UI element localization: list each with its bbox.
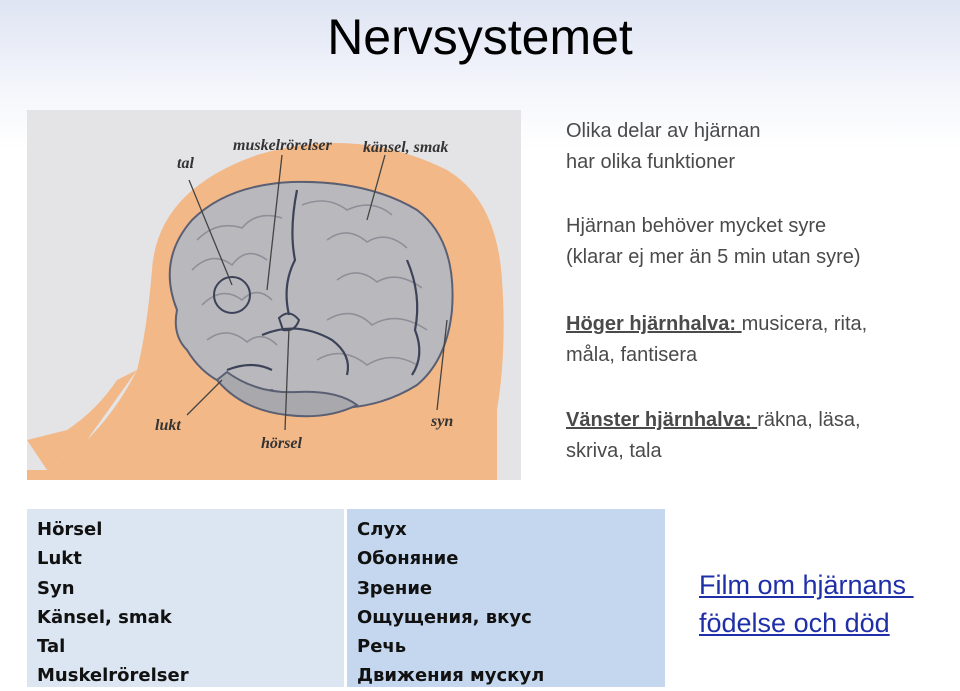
- swedish-term: Tal: [37, 636, 66, 658]
- brain-shape: [168, 180, 454, 410]
- swedish-term: Muskelrörelser: [37, 665, 189, 687]
- russian-term: Речь: [357, 636, 407, 658]
- brain-diagram: tal muskelrörelser känsel, smak lukt hör…: [27, 137, 504, 480]
- brain-illustration: tal muskelrörelser känsel, smak lukt hör…: [27, 110, 521, 480]
- swedish-term: Hörsel: [37, 519, 103, 540]
- left-hemisphere-text-2: skriva, tala: [566, 440, 662, 462]
- swedish-term: Syn: [37, 577, 75, 599]
- label-muskelrorelser: muskelrörelser: [233, 137, 332, 154]
- film-link-line-1[interactable]: Film om hjärnans: [699, 570, 914, 600]
- russian-term: Слух: [357, 519, 407, 540]
- functions-line-1: Olika delar av hjärnan: [566, 120, 761, 142]
- label-tal: tal: [177, 155, 194, 172]
- oxygen-line-2: (klarar ej mer än 5 min utan syre): [566, 246, 861, 268]
- brain-sulci: [226, 189, 421, 376]
- swedish-term: Lukt: [37, 548, 82, 570]
- left-hemisphere-paragraph: Vänster hjärnhalva: räkna, läsa, skriva,…: [566, 405, 861, 467]
- label-kansel-smak: känsel, smak: [363, 139, 448, 156]
- swedish-term: Känsel, smak: [37, 606, 172, 628]
- page-title: Nervsystemet: [327, 9, 633, 65]
- right-hemisphere-text-2: måla, fantisera: [566, 344, 698, 366]
- oxygen-paragraph: Hjärnan behöver mycket syre (klarar ej m…: [566, 211, 861, 273]
- right-hemisphere-label: Höger hjärnhalva:: [566, 313, 737, 335]
- functions-paragraph: Olika delar av hjärnan har olika funktio…: [566, 116, 761, 178]
- left-hemisphere-label: Vänster hjärnhalva:: [566, 409, 752, 431]
- film-link-line-2[interactable]: födelse och död: [699, 608, 890, 638]
- label-pointers: [186, 154, 448, 431]
- film-link[interactable]: Film om hjärnans födelse och död: [699, 566, 949, 642]
- label-horsel: hörsel: [261, 435, 302, 452]
- label-syn: syn: [430, 413, 453, 430]
- russian-term: Ощущения, вкус: [357, 606, 532, 628]
- functions-line-2: har olika funktioner: [566, 151, 735, 173]
- russian-terms-box: Слух Обоняние Зрение Ощущения, вкус Речь…: [347, 509, 665, 687]
- russian-term: Движения мускул: [357, 665, 545, 687]
- left-hemisphere-text-1: räkna, läsa,: [757, 409, 861, 431]
- swedish-terms-box: Hörsel Lukt Syn Känsel, smak Tal Muskelr…: [27, 509, 344, 687]
- oxygen-line-1: Hjärnan behöver mycket syre: [566, 215, 827, 237]
- right-hemisphere-paragraph: Höger hjärnhalva: musicera, rita, måla, …: [566, 309, 867, 371]
- hearing-area-marker: [277, 312, 301, 332]
- russian-term: Обоняние: [357, 548, 459, 570]
- russian-term: Зрение: [357, 577, 433, 599]
- right-hemisphere-text-1: musicera, rita,: [741, 313, 868, 335]
- face-profile: [27, 370, 137, 470]
- label-lukt: lukt: [155, 417, 181, 434]
- speech-area-marker: [213, 276, 251, 314]
